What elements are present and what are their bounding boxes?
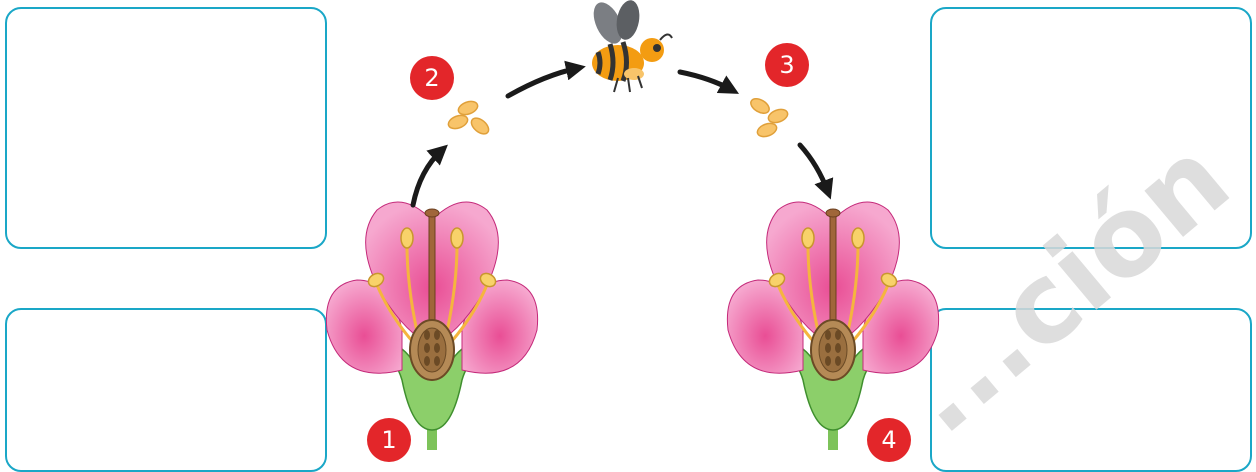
arrow-icon [800,145,828,192]
flower-icon [326,202,537,450]
step-badge-3: 3 [765,43,809,87]
step-badge-2: 2 [410,56,454,100]
arrow-icon [413,150,442,205]
arrow-icon [508,68,578,96]
pollen-icon [746,91,790,139]
arrow-icon [680,72,732,90]
flower-icon [727,202,938,450]
step-badge-4: 4 [867,418,911,462]
step-badge-1: 1 [367,418,411,462]
pollen-icon [447,99,494,141]
bee-icon [588,0,672,92]
